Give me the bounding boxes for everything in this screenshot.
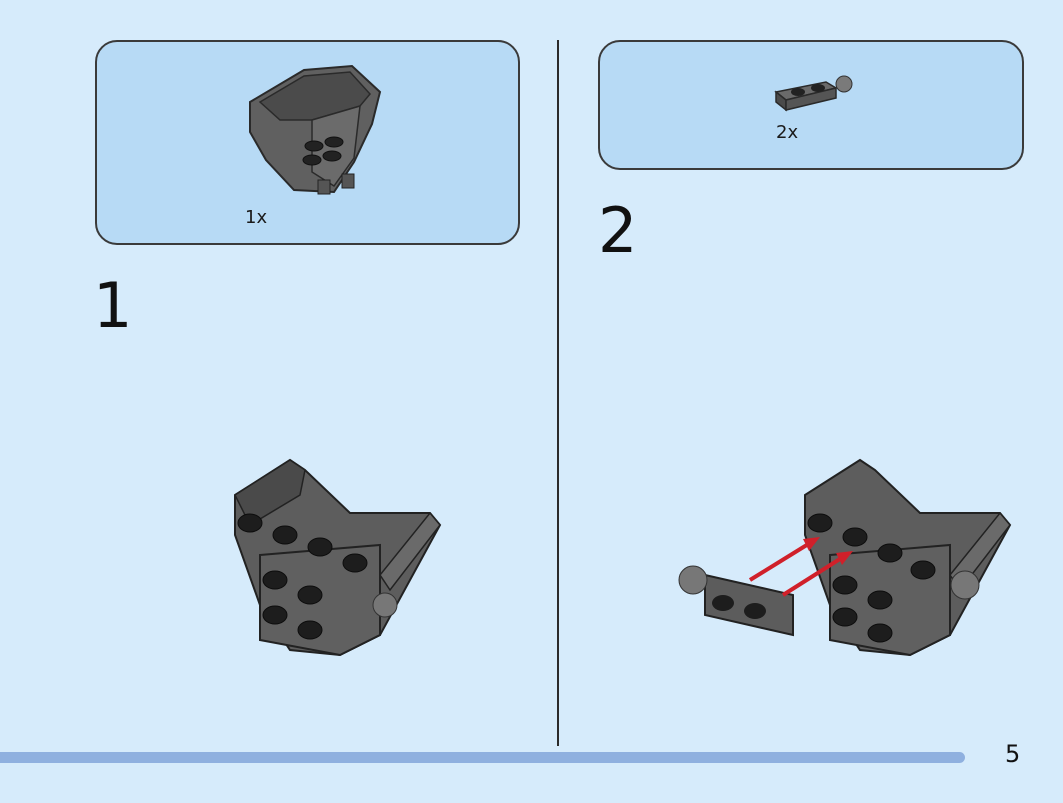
progress-bar bbox=[0, 752, 965, 763]
step-number: 1 bbox=[93, 269, 133, 342]
parts-quantity: 1x bbox=[245, 207, 268, 228]
step-number: 2 bbox=[598, 194, 638, 267]
plate-with-ball-icon bbox=[774, 75, 853, 112]
parts-quantity: 2x bbox=[776, 122, 799, 143]
step-divider bbox=[557, 40, 559, 746]
assembly-step-2-icon bbox=[678, 458, 1012, 657]
parts-callout-step-1: 1x bbox=[95, 40, 520, 245]
seat-brick-icon bbox=[249, 64, 382, 195]
page-number: 5 bbox=[1005, 740, 1021, 768]
parts-callout-step-2: 2x bbox=[598, 40, 1024, 170]
assembly-step-1-icon bbox=[234, 458, 442, 657]
